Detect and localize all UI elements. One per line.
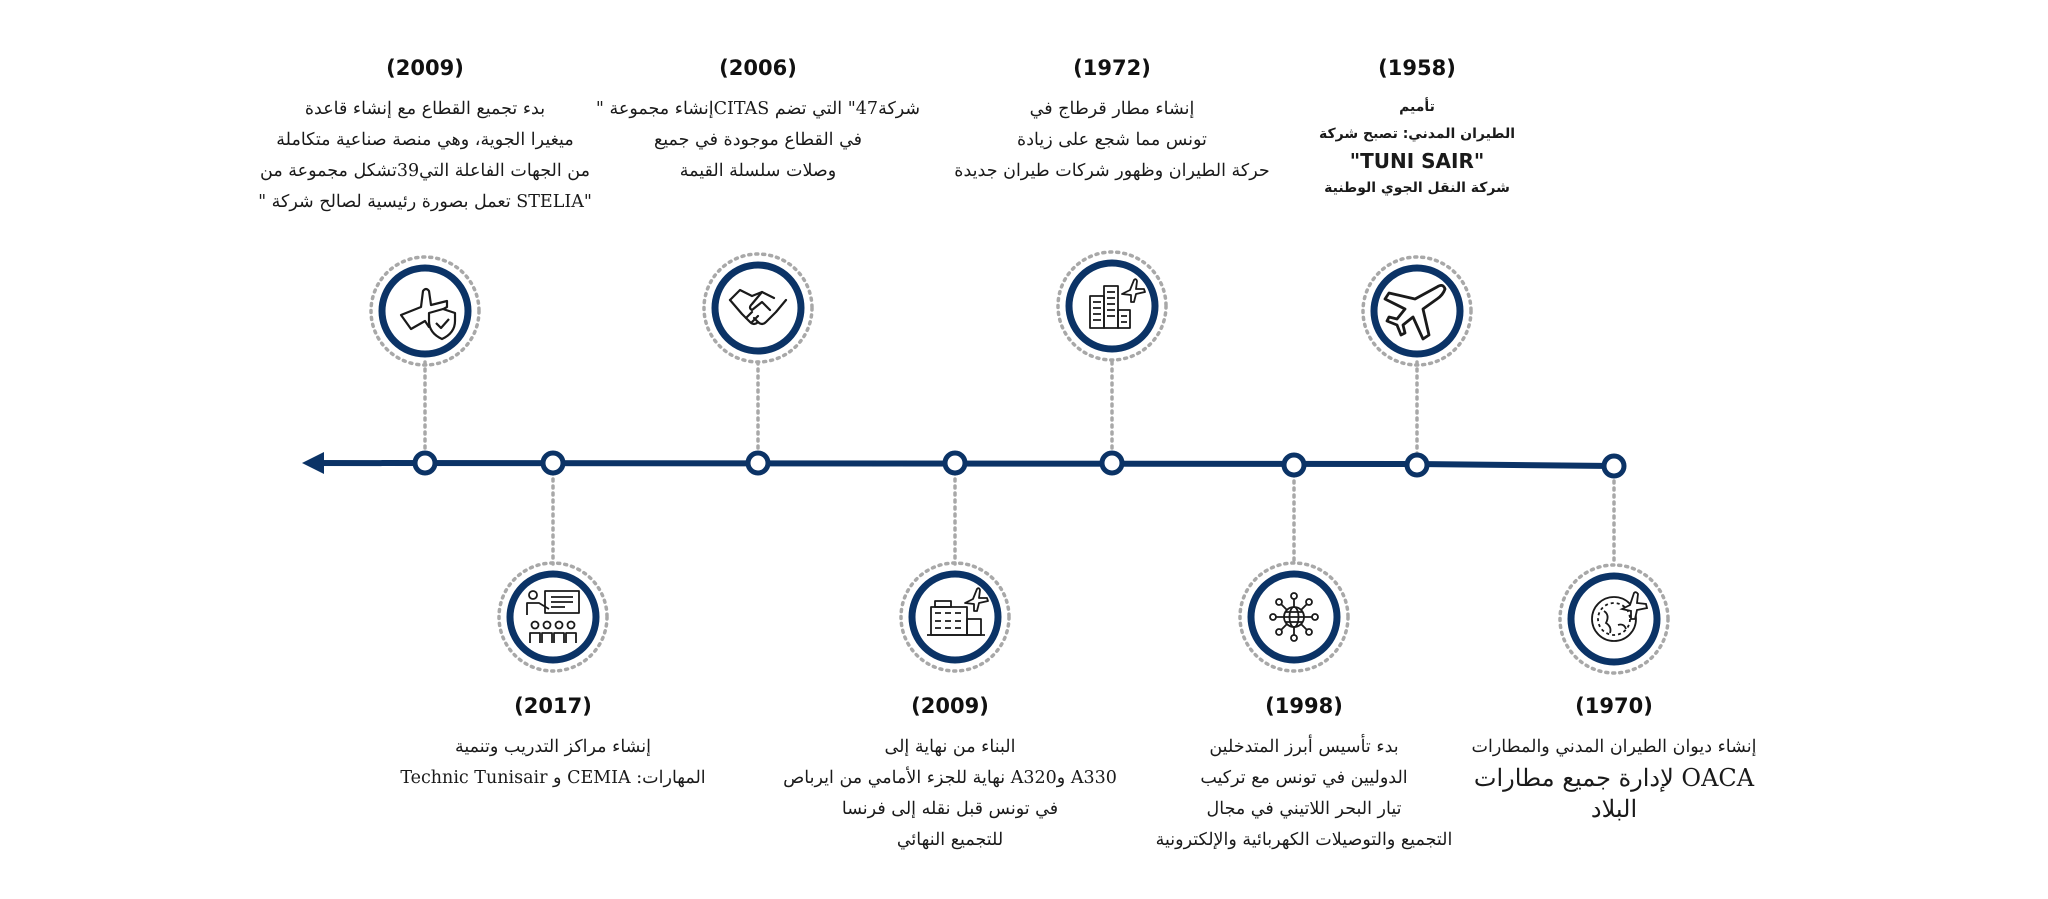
event-line: إنشاء مطار قرطاج في bbox=[1029, 99, 1195, 119]
event-line: ميغيرا الجوية، وهي منصة صناعية متكاملة bbox=[276, 130, 574, 150]
event-line: شركة النقل الجوي الوطنية bbox=[1324, 180, 1510, 196]
timeline-arrowhead bbox=[302, 452, 324, 474]
event-citas: (2006) شركة47" التي تضم CITASإنشاء مجموع… bbox=[578, 56, 938, 187]
axis-node-training bbox=[540, 450, 566, 476]
event-line: الدوليين في تونس مع تركيب bbox=[1200, 768, 1408, 788]
event-year: (2009) bbox=[911, 694, 989, 718]
event-airbus: (2009) البناء من نهاية إلى A330 وA320 نه… bbox=[770, 694, 1130, 856]
badge-latecoere bbox=[1238, 561, 1350, 673]
event-line: من الجهات الفاعلة التي39تشكل مجموعة من bbox=[260, 161, 590, 181]
axis-node-tunisair bbox=[1404, 452, 1430, 478]
event-description: البناء من نهاية إلى A330 وA320 نهاية للج… bbox=[770, 732, 1130, 856]
badge-airbus bbox=[899, 561, 1011, 673]
axis-node-airbus bbox=[942, 450, 968, 476]
axis-node-oaca bbox=[1601, 453, 1627, 479]
event-line: وصلات سلسلة القيمة bbox=[679, 161, 837, 181]
axis-node-stelia bbox=[412, 450, 438, 476]
event-training: (2017) إنشاء مراكز التدريب وتنمية المهار… bbox=[393, 694, 713, 794]
axis-node-carthage bbox=[1099, 450, 1125, 476]
event-line: OACA لإدارة جميع مطارات البلاد bbox=[1473, 764, 1755, 823]
training-presentation-icon bbox=[526, 590, 580, 643]
event-line: المهارات: CEMIA و Technic Tunisair bbox=[400, 768, 706, 788]
event-year: (1970) bbox=[1575, 694, 1653, 718]
event-description: بدء تأسيس أبرز المتدخلين الدوليين في تون… bbox=[1124, 732, 1484, 856]
event-description: بدء تجميع القطاع مع إنشاء قاعدة ميغيرا ا… bbox=[245, 94, 605, 218]
event-line: الطيران المدني: تصبح شركة bbox=[1319, 126, 1515, 142]
badge-oaca bbox=[1558, 563, 1670, 675]
event-tunisair: (1958) تأميم الطيران المدني: تصبح شركة "… bbox=[1277, 56, 1557, 202]
event-description: إنشاء مطار قرطاج في تونس مما شجع على زيا… bbox=[932, 94, 1292, 187]
event-line: "STELIA تعمل بصورة رئيسية لصالح شركة " bbox=[258, 192, 592, 212]
airplane-shield-icon bbox=[399, 287, 457, 341]
event-line: حركة الطيران وظهور شركات طيران جديدة bbox=[954, 161, 1270, 181]
event-line: تأميم bbox=[1399, 99, 1435, 115]
event-line: تيار البحر اللاتيني في مجال bbox=[1206, 799, 1402, 819]
event-line: للتجميع النهائي bbox=[896, 830, 1004, 850]
factory-airplane-icon bbox=[927, 587, 989, 636]
event-carthage: (1972) إنشاء مطار قرطاج في تونس مما شجع … bbox=[932, 56, 1292, 187]
event-year: (1972) bbox=[1073, 56, 1151, 80]
event-description: تأميم الطيران المدني: تصبح شركة "TUNI SA… bbox=[1277, 94, 1557, 202]
badge-carthage bbox=[1056, 250, 1168, 362]
city-airplane-icon bbox=[1089, 278, 1146, 329]
axis-nodes bbox=[412, 450, 1627, 479]
event-year: (1958) bbox=[1378, 56, 1456, 80]
event-line: البناء من نهاية إلى bbox=[884, 737, 1016, 757]
axis-node-citas bbox=[745, 450, 771, 476]
badge-stelia bbox=[369, 255, 481, 367]
airplane-icon bbox=[1383, 284, 1447, 341]
event-oaca: (1970) إنشاء ديوان الطيران المدني والمطا… bbox=[1449, 694, 1779, 825]
event-line: إنشاء مراكز التدريب وتنمية bbox=[454, 737, 652, 757]
event-line: A330 وA320 نهاية للجزء الأمامي من ايرباص bbox=[783, 768, 1117, 788]
globe-network-icon bbox=[1269, 592, 1319, 642]
event-latecoere: (1998) بدء تأسيس أبرز المتدخلين الدوليين… bbox=[1124, 694, 1484, 856]
badge-training bbox=[497, 561, 609, 673]
event-line: في القطاع موجودة في جميع bbox=[653, 130, 863, 150]
event-line: شركة47" التي تضم CITASإنشاء مجموعة " bbox=[595, 99, 921, 119]
event-description: شركة47" التي تضم CITASإنشاء مجموعة " في … bbox=[578, 94, 938, 187]
event-line: التجميع والتوصيلات الكهربائية والإلكترون… bbox=[1155, 830, 1453, 850]
event-year: (2006) bbox=[719, 56, 797, 80]
event-description: إنشاء مراكز التدريب وتنمية المهارات: CEM… bbox=[393, 732, 713, 794]
event-line: تونس مما شجع على زيادة bbox=[1017, 130, 1207, 150]
badge-tunisair bbox=[1361, 255, 1473, 367]
event-description: إنشاء ديوان الطيران المدني والمطارات OAC… bbox=[1449, 732, 1779, 825]
event-line: بدء تأسيس أبرز المتدخلين bbox=[1209, 737, 1399, 757]
event-year: (1998) bbox=[1265, 694, 1343, 718]
event-stelia: (2009) بدء تجميع القطاع مع إنشاء قاعدة م… bbox=[245, 56, 605, 218]
event-year: (2017) bbox=[514, 694, 592, 718]
badge-citas bbox=[702, 252, 814, 364]
event-line: بدء تجميع القطاع مع إنشاء قاعدة bbox=[304, 99, 546, 119]
handshake-icon bbox=[728, 288, 788, 326]
event-year: (2009) bbox=[386, 56, 464, 80]
event-line: "TUNI SAIR" bbox=[1349, 149, 1485, 173]
event-line: إنشاء ديوان الطيران المدني والمطارات bbox=[1471, 737, 1757, 757]
connectors bbox=[423, 360, 1616, 566]
globe-airplane-icon bbox=[1591, 591, 1649, 642]
event-line: في تونس قبل نقله إلى فرنسا bbox=[841, 799, 1059, 819]
axis-node-latecoere bbox=[1281, 452, 1307, 478]
